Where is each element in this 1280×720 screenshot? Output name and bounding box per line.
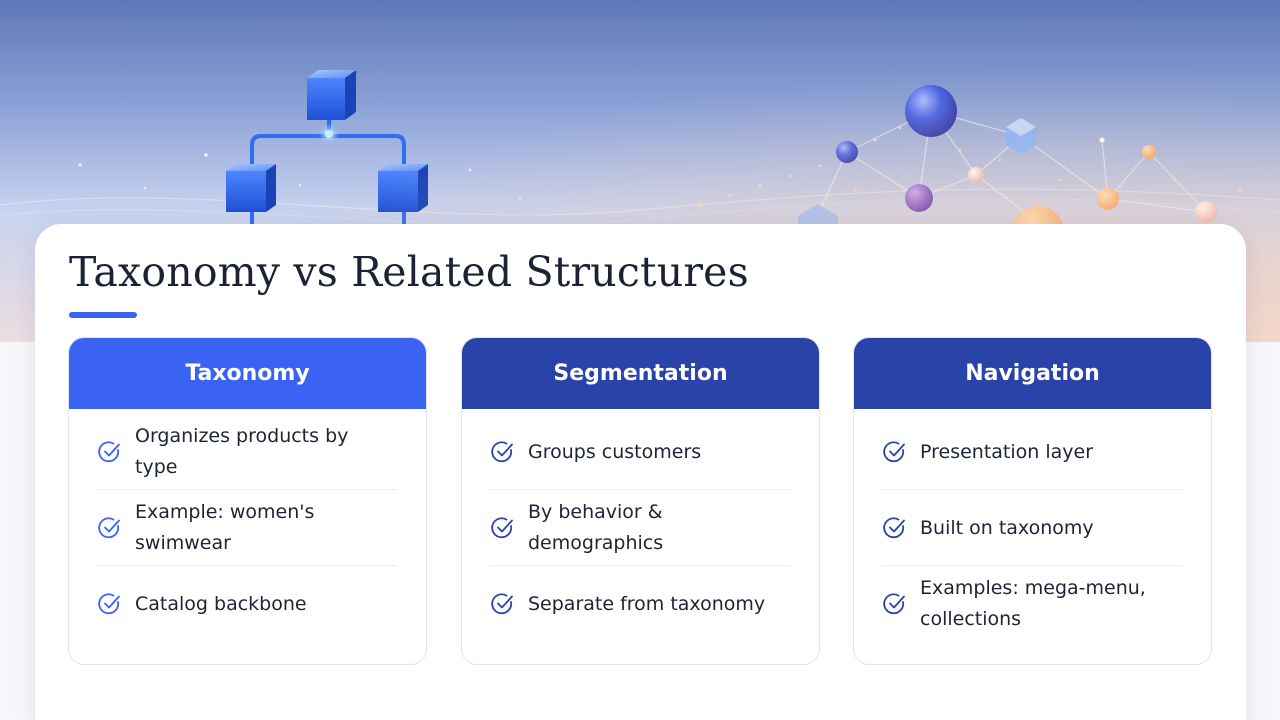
list-item: Organizes products by type <box>97 414 397 490</box>
check-circle-icon <box>883 441 905 463</box>
list-item-text: Built on taxonomy <box>920 516 1094 539</box>
content-card: Taxonomy vs Related Structures Taxonomy … <box>35 224 1246 720</box>
list-item-text: Presentation layer <box>920 440 1094 463</box>
list-item: Built on taxonomy <box>882 490 1182 566</box>
column-segmentation: Segmentation Groups customers By behavio… <box>461 337 820 665</box>
check-circle-icon <box>98 593 120 615</box>
list-item: Examples: mega-menu, collections <box>882 566 1182 642</box>
column-header-segmentation: Segmentation <box>462 338 819 409</box>
cube-left-icon <box>226 164 276 212</box>
list-item-text: Separate from taxonomy <box>528 592 766 615</box>
check-circle-icon <box>491 593 513 615</box>
column-header-taxonomy: Taxonomy <box>69 338 426 409</box>
list-item: Separate from taxonomy <box>490 566 790 642</box>
list-item: Presentation layer <box>882 414 1182 490</box>
list-item-text: By behavior & demographics <box>528 501 664 554</box>
list-item-text: Organizes products by type <box>135 425 349 478</box>
cube-right-icon <box>378 164 428 212</box>
list-item: Example: women's swimwear <box>97 490 397 566</box>
check-circle-icon <box>491 441 513 463</box>
check-circle-icon <box>883 517 905 539</box>
list-item: Groups customers <box>490 414 790 490</box>
list-item-text: Groups customers <box>528 440 702 463</box>
list-item: By behavior & demographics <box>490 490 790 566</box>
column-header-navigation: Navigation <box>854 338 1211 409</box>
page-title: Taxonomy vs Related Structures <box>69 248 749 296</box>
check-circle-icon <box>98 517 120 539</box>
check-circle-icon <box>98 441 120 463</box>
list-item-text: Examples: mega-menu, collections <box>920 577 1146 630</box>
list-item-text: Catalog backbone <box>135 592 307 615</box>
column-navigation: Navigation Presentation layer Built on t… <box>853 337 1212 665</box>
cube-top-icon <box>307 70 356 120</box>
column-taxonomy: Taxonomy Organizes products by type Exam… <box>68 337 427 665</box>
check-circle-icon <box>491 517 513 539</box>
list-item-text: Example: women's swimwear <box>135 501 315 554</box>
check-circle-icon <box>883 593 905 615</box>
title-underline <box>69 312 137 318</box>
list-item: Catalog backbone <box>97 566 397 642</box>
sphere-large-icon <box>905 85 957 137</box>
